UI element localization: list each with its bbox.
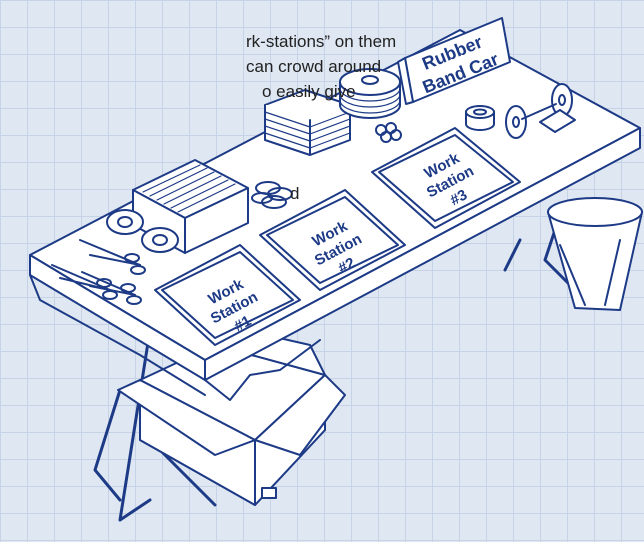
caption-line-4: d	[290, 182, 299, 206]
tape-roll-1	[107, 210, 143, 234]
caption-line-3: o easily give	[262, 80, 356, 104]
tape-roll-2	[142, 228, 178, 252]
caption-line-2: can crowd around	[246, 55, 381, 79]
caption-line-1: rk-stations” on them	[246, 30, 396, 54]
wastebasket	[548, 198, 642, 310]
tape-roll-small	[466, 106, 494, 130]
